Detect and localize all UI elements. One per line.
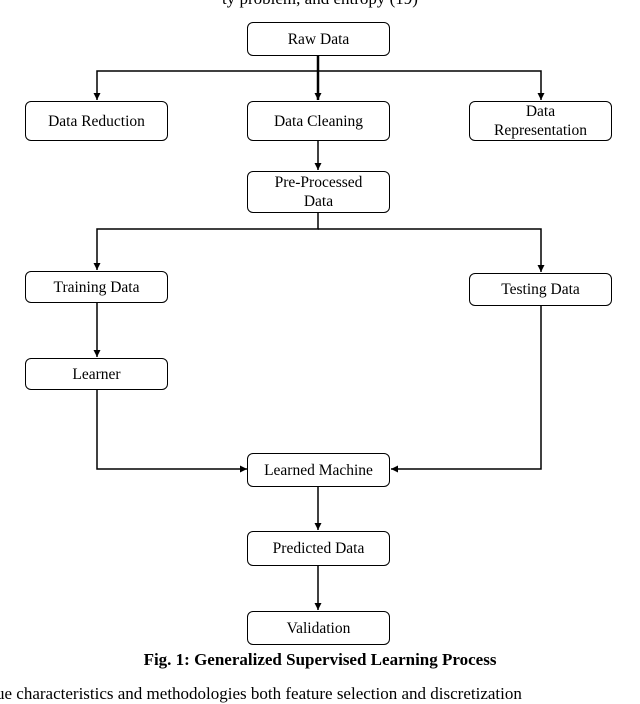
node-predicted-data: Predicted Data bbox=[247, 531, 390, 566]
figure-caption: Fig. 1: Generalized Supervised Learning … bbox=[143, 650, 497, 669]
bottom-text-fragment: ue characteristics and methodologies bot… bbox=[0, 684, 522, 703]
connector-preprocessed-to-testing bbox=[318, 228, 545, 272]
connector-testing-to-machine bbox=[391, 306, 542, 473]
node-data-cleaning: Data Cleaning bbox=[247, 101, 390, 141]
top-text-fragment: ty problem, and entropy (19) bbox=[0, 0, 640, 9]
node-learned-machine: Learned Machine bbox=[247, 453, 390, 487]
node-validation: Validation bbox=[247, 611, 390, 645]
node-raw-data: Raw Data bbox=[247, 22, 390, 56]
connector-preprocessed-to-training bbox=[93, 212, 319, 270]
connector-raw-to-reduction bbox=[93, 55, 319, 100]
node-testing-data: Testing Data bbox=[469, 273, 612, 306]
connector-raw-to-representation bbox=[318, 70, 545, 100]
connector-learner-to-machine bbox=[96, 390, 247, 473]
node-learner: Learner bbox=[25, 358, 168, 390]
node-data-reduction: Data Reduction bbox=[25, 101, 168, 141]
node-training-data: Training Data bbox=[25, 271, 168, 303]
node-data-representation: Data Representation bbox=[469, 101, 612, 141]
node-pre-processed-data: Pre-Processed Data bbox=[247, 171, 390, 213]
